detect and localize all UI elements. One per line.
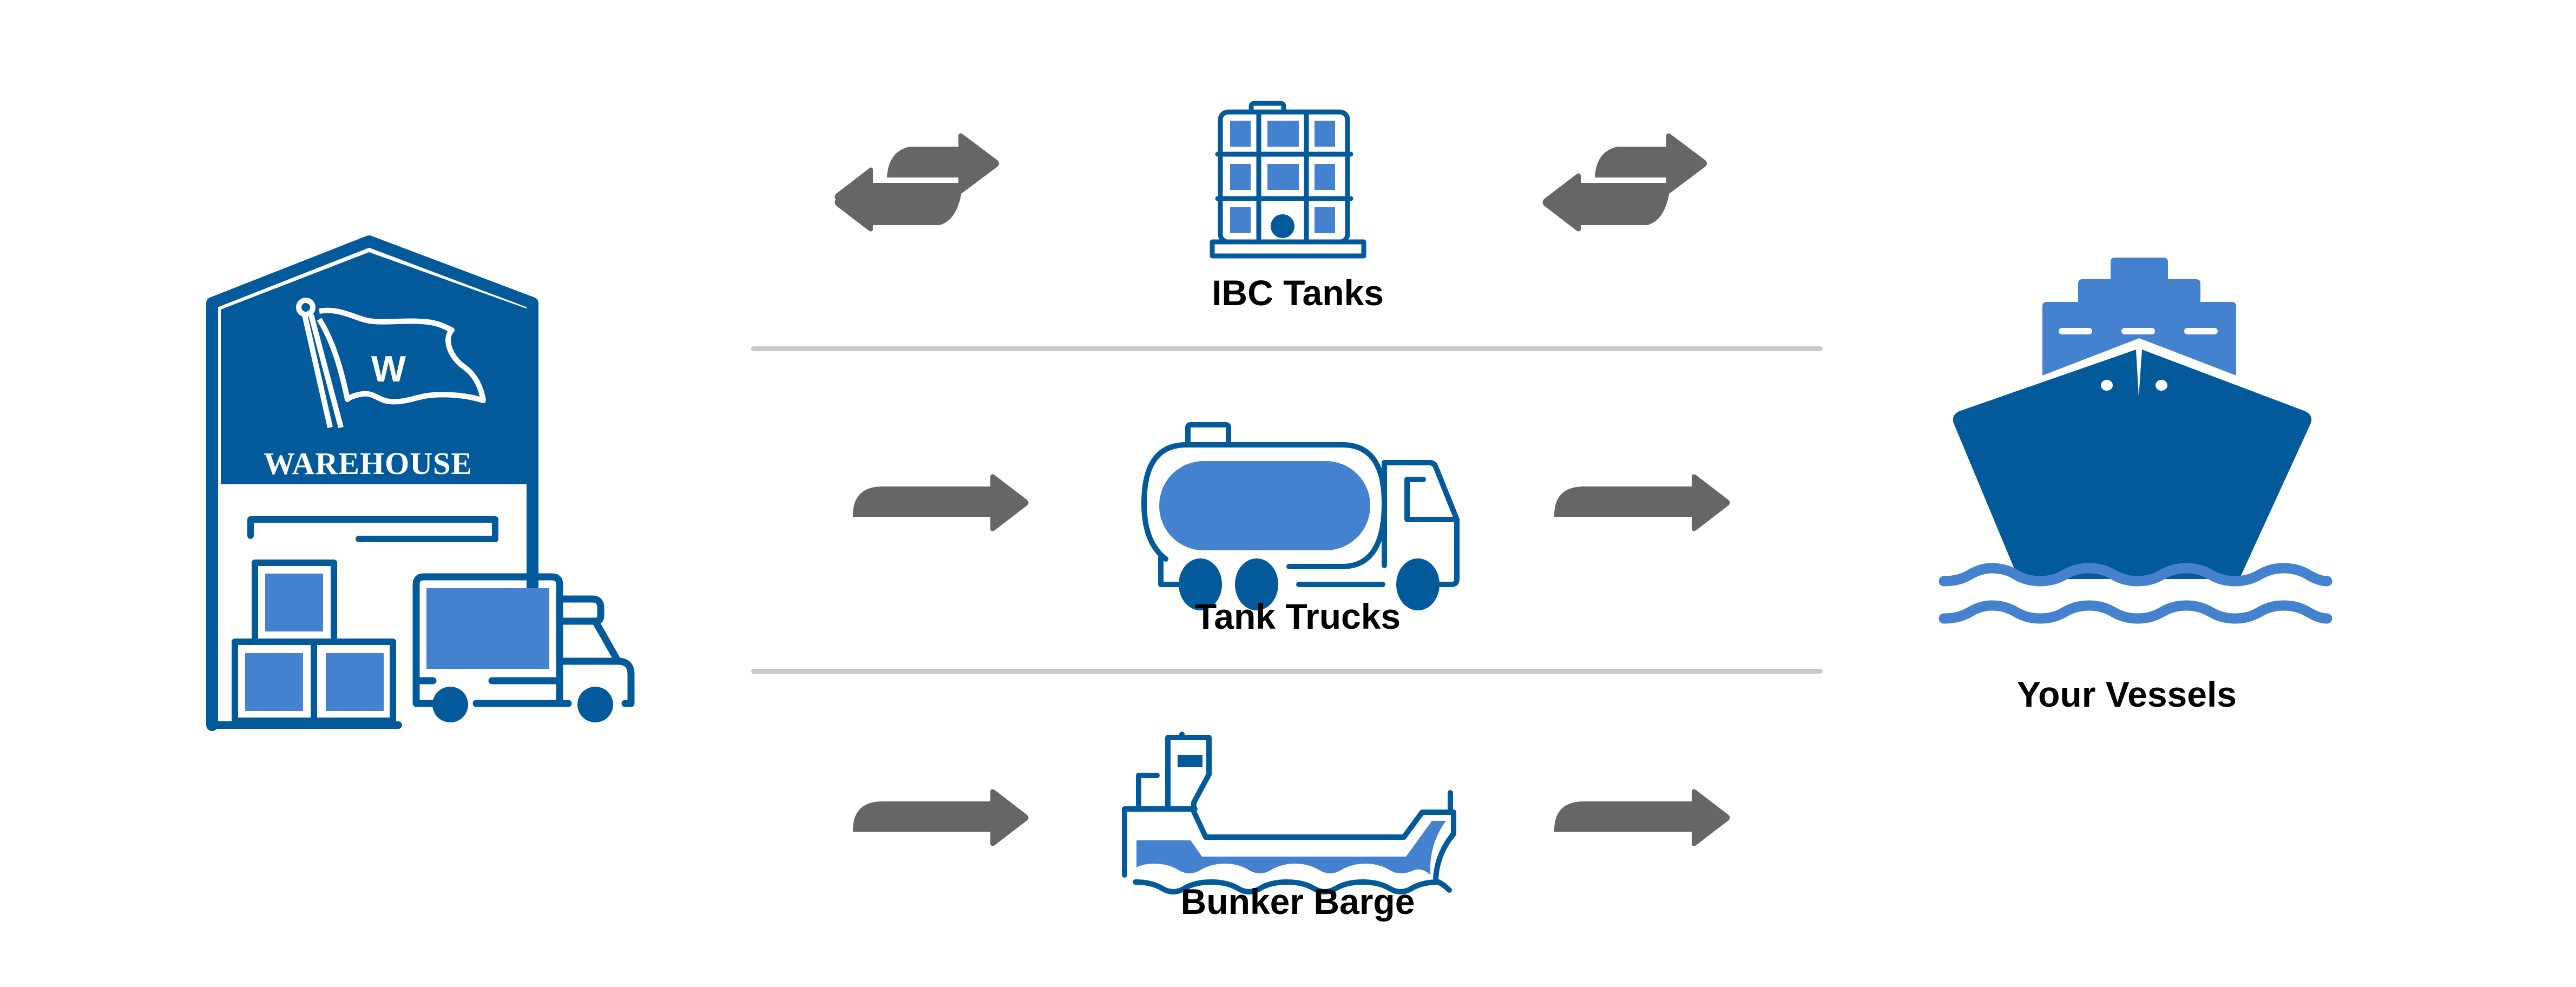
route-ibc-tanks (1207, 100, 1391, 262)
tank-truck-icon (1141, 422, 1460, 610)
swap-arrows-icon (1542, 133, 1707, 232)
arrow-right-icon (853, 474, 1029, 531)
destination-vessels (1937, 254, 2349, 666)
arrow-right-icon (1554, 789, 1730, 846)
route-label-bunker-barge: Bunker Barge (1180, 881, 1415, 922)
route-bunker-barge (1119, 732, 1476, 894)
forward-arrow-barge-in (853, 788, 1031, 847)
forward-arrow-barge-out (1554, 788, 1733, 847)
route-label-tank-trucks: Tank Trucks (1194, 596, 1401, 636)
route-separator-1 (751, 346, 1823, 351)
arrow-right-icon (1554, 474, 1730, 531)
ship-icon (1938, 258, 2332, 624)
bidirectional-arrow-left (834, 133, 1031, 232)
forward-arrow-truck-out (1554, 473, 1733, 532)
flag-letter: W (371, 348, 406, 390)
swap-arrows-icon (834, 133, 999, 232)
warehouse-node: W WAREHOUSE (200, 230, 644, 733)
forward-arrow-truck-in (853, 473, 1031, 532)
warehouse-icon: W (206, 235, 635, 731)
warehouse-label: WAREHOUSE (263, 446, 473, 481)
route-tank-trucks (1136, 417, 1461, 610)
bunker-barge-icon (1122, 732, 1456, 894)
route-label-ibc-tanks: IBC Tanks (1212, 273, 1384, 313)
arrow-right-icon (853, 789, 1029, 846)
route-separator-2 (751, 669, 1823, 674)
bidirectional-arrow-right (1542, 133, 1739, 232)
ibc-tank-icon (1210, 101, 1366, 259)
destination-label: Your Vessels (2016, 674, 2237, 714)
